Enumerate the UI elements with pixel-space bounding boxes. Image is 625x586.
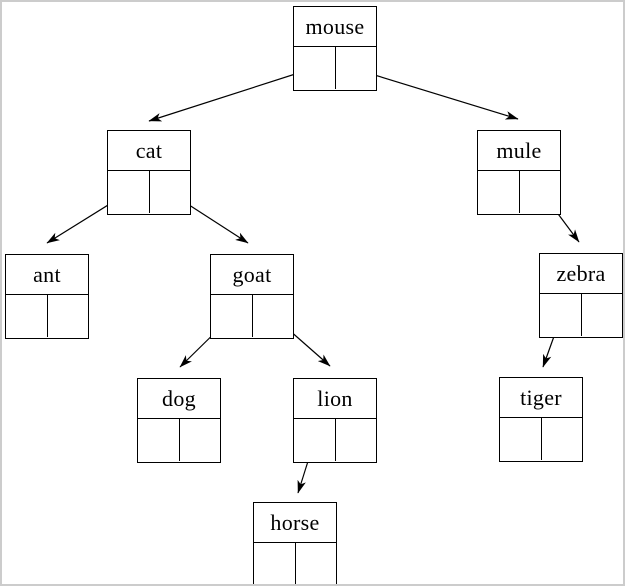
tree-node-goat: goat [210,254,294,339]
tree-node-mule: mule [477,130,561,215]
node-pointer-cells [108,171,190,213]
tree-node-mouse: mouse [293,6,377,91]
edge-mouse-right-to-mule [354,68,519,120]
node-pointer-cells [500,418,582,460]
left-pointer-cell [540,294,581,336]
right-pointer-cell [178,419,221,461]
left-pointer-cell [500,418,541,460]
edge-mouse-left-to-cat [148,67,315,122]
node-pointer-cells [540,294,622,336]
left-pointer-cell [478,171,519,213]
node-label: dog [138,379,220,419]
node-label: horse [254,503,336,543]
tree-node-zebra: zebra [539,253,623,338]
node-label: cat [108,131,190,171]
tree-node-dog: dog [137,378,221,463]
node-pointer-cells [294,47,376,89]
node-pointer-cells [294,419,376,461]
node-label: ant [6,255,88,295]
tree-node-tiger: tiger [499,377,583,462]
node-label: mule [478,131,560,171]
tree-node-lion: lion [293,378,377,463]
tree-node-cat: cat [107,130,191,215]
right-pointer-cell [580,294,623,336]
left-pointer-cell [211,295,252,337]
left-pointer-cell [294,419,335,461]
right-pointer-cell [540,418,583,460]
left-pointer-cell [138,419,179,461]
left-pointer-cell [294,47,335,89]
node-label: goat [211,255,293,295]
tree-node-ant: ant [5,254,89,339]
left-pointer-cell [108,171,149,213]
right-pointer-cell [251,295,294,337]
left-pointer-cell [254,543,295,584]
left-pointer-cell [6,295,47,337]
node-pointer-cells [478,171,560,213]
node-label: tiger [500,378,582,418]
tree-node-horse: horse [253,502,337,584]
node-pointer-cells [254,543,337,584]
node-pointer-cells [138,419,220,461]
node-pointer-cells [6,295,88,337]
right-pointer-cell [148,171,191,213]
node-label: mouse [294,7,376,47]
right-pointer-cell [334,47,377,89]
right-pointer-cell [334,419,377,461]
node-label: zebra [540,254,622,294]
node-label: lion [294,379,376,419]
right-pointer-cell [46,295,89,337]
right-pointer-cell [294,543,337,584]
right-pointer-cell [518,171,561,213]
node-pointer-cells [211,295,293,337]
